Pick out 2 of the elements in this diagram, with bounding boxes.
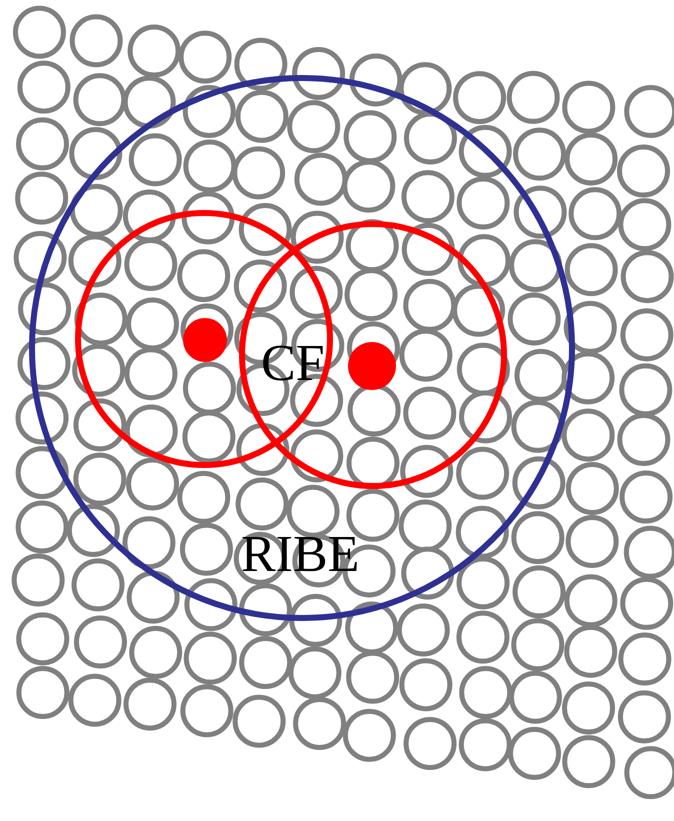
region-label: CF <box>261 338 325 390</box>
circle-label: RIBE <box>241 529 360 581</box>
